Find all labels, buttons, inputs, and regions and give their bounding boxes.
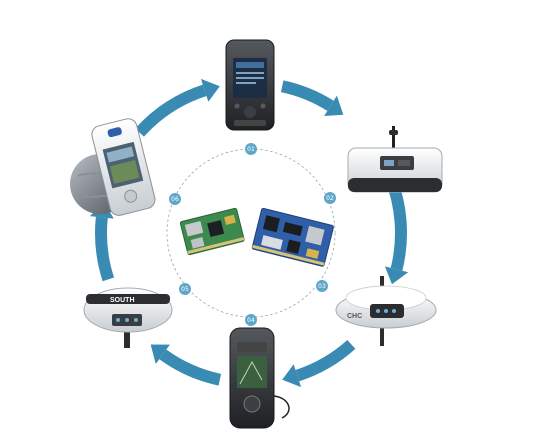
svg-text:05: 05 [181, 286, 189, 293]
gnss-oem-boards [179, 207, 334, 267]
badge-01: 01 [245, 143, 257, 155]
blue-oem-board [251, 207, 334, 267]
ring-segment [135, 84, 207, 137]
ring-segment [280, 80, 334, 111]
badge-06: 06 [169, 193, 181, 205]
ring-segment [159, 349, 222, 386]
svg-text:03: 03 [318, 283, 326, 290]
svg-text:01: 01 [247, 146, 255, 153]
ring-arrow-head [200, 78, 220, 102]
south-brand-label: SOUTH [110, 297, 135, 304]
south-gnss-receiver-icon: SOUTH [83, 287, 173, 348]
gnss-receiver-with-antenna-icon [347, 126, 443, 193]
badge-02: 02 [324, 192, 336, 204]
green-oem-board [179, 207, 245, 256]
ring-arrow-head [150, 344, 170, 365]
ring-arrow-head [324, 95, 344, 116]
badge-03: 03 [316, 280, 328, 292]
handheld-gps-unit-icon [229, 327, 290, 429]
ring-arrow-head [282, 364, 302, 388]
svg-text:CHC: CHC [347, 313, 362, 320]
ring-segment [295, 339, 356, 382]
handheld-data-collector-icon [225, 39, 275, 131]
ring-arrow-head [384, 266, 409, 285]
svg-text:04: 04 [247, 317, 255, 324]
handheld-gis-receiver-on-globe-icon [70, 118, 156, 216]
svg-text:02: 02 [326, 195, 334, 202]
badge-05: 05 [179, 283, 191, 295]
badge-04: 04 [245, 314, 257, 326]
svg-text:06: 06 [171, 196, 179, 203]
ring-segment [95, 216, 115, 282]
dome-gnss-receiver-on-pole-icon: CHC [335, 276, 437, 346]
